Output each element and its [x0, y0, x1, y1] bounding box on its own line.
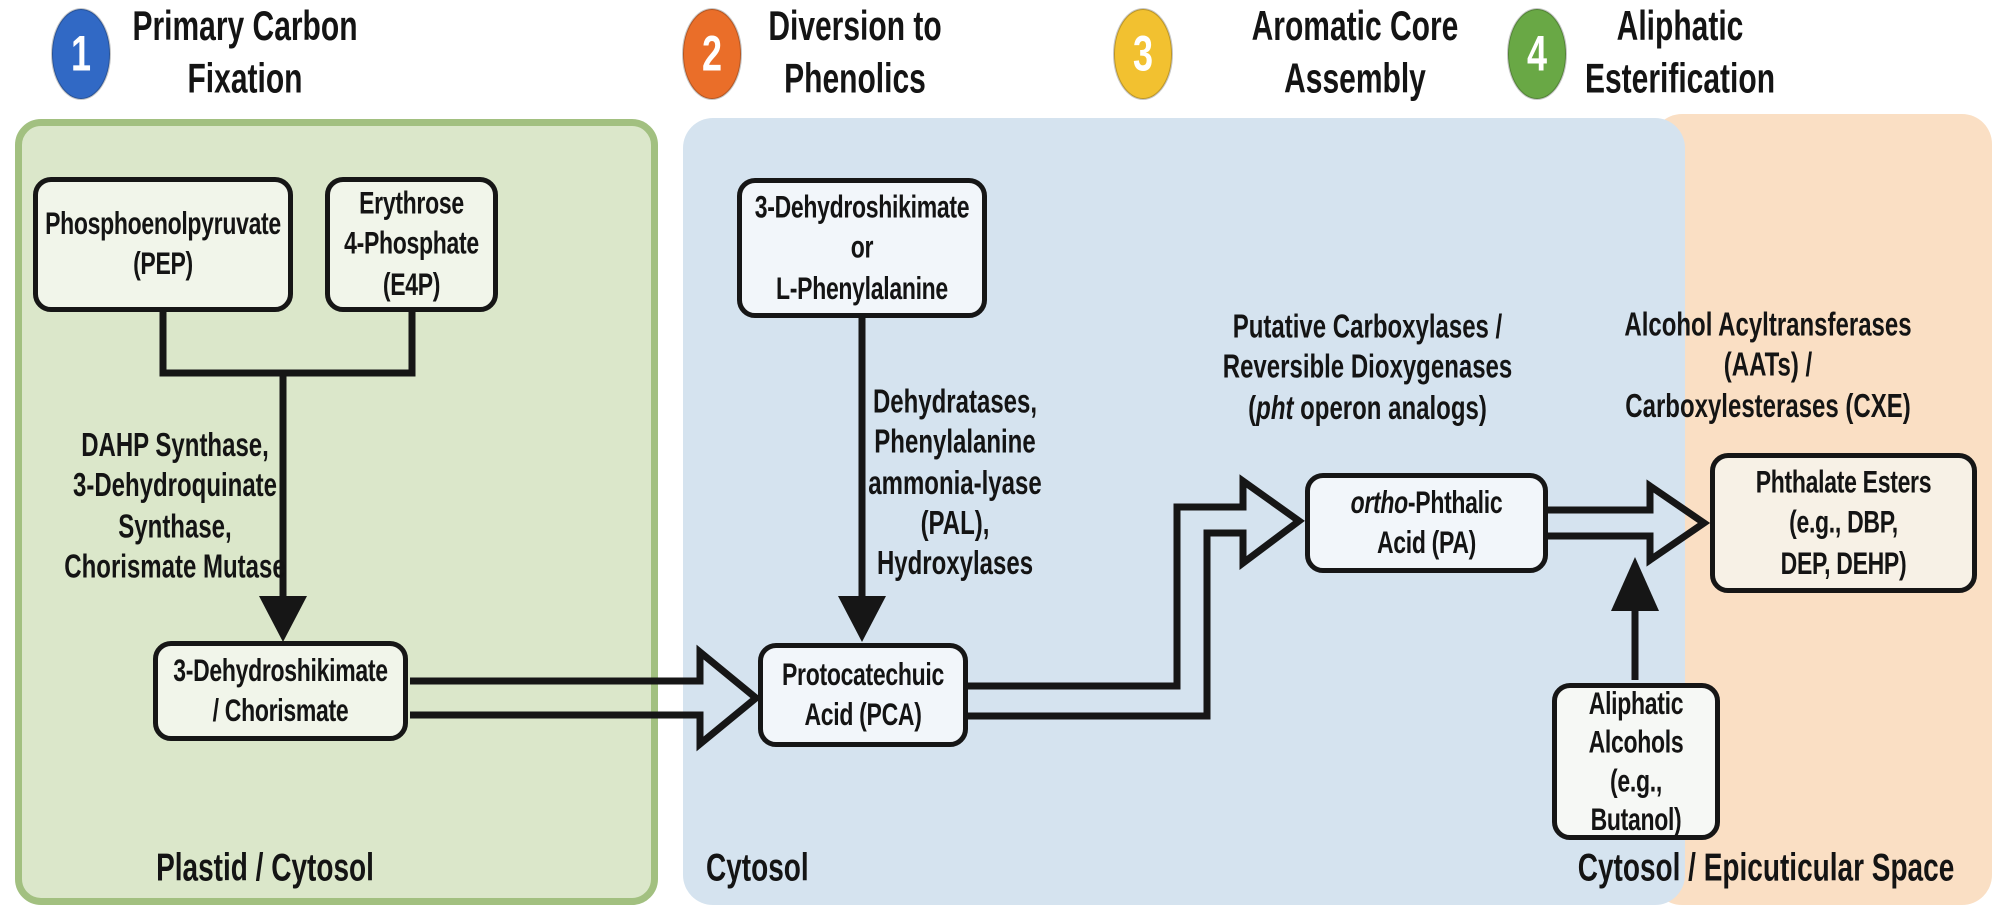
- stage-1-badge: 1: [51, 8, 111, 100]
- label-pal-enzymes-line4: (PAL),: [920, 504, 990, 542]
- node-dhs-chorismate-line1: 3-Dehydroshikimate: [173, 651, 388, 688]
- label-pal-enzymes-line1: Dehydratases,: [872, 383, 1038, 421]
- node-phthalate-esters: Phthalate Esters (e.g., DBP, DEP, DEHP): [1710, 453, 1977, 593]
- node-dhs-or-phe-line2: or: [850, 229, 874, 265]
- node-aliphatic-alcohols-line1: Aliphatic: [1588, 685, 1684, 722]
- stage-2-title-line1: Diversion to: [768, 4, 942, 50]
- label-carboxylases-line2: Reversible Dioxygenases: [1222, 349, 1513, 387]
- node-pep-line2: (PEP): [133, 245, 193, 282]
- label-aat-cxe-line3: Carboxylesterases (CXE): [1625, 387, 1911, 425]
- stage-1-title-line1: Primary Carbon: [132, 4, 358, 50]
- stage-3-number: 3: [1132, 25, 1154, 82]
- label-shikimate-enzymes-line4: Chorismate Mutase: [64, 548, 286, 586]
- label-pal-enzymes-line2: Phenylalanine: [874, 423, 1036, 462]
- node-phthalate-esters-line3: DEP, DEHP): [1780, 544, 1907, 581]
- node-aliphatic-alcohols-line2: Alcohols: [1588, 724, 1684, 761]
- node-pca-line2: Acid (PCA): [804, 696, 922, 733]
- node-aliphatic-alcohols-line4: Butanol): [1590, 801, 1682, 838]
- label-aat-cxe-line2: (AATs) /: [1723, 347, 1813, 385]
- stage-2-circle-icon: [682, 8, 742, 100]
- label-aat-cxe: Alcohol Acyltransferases(AATs) /Carboxyl…: [1583, 307, 1953, 425]
- node-dhs-or-phe-line3: L-Phenylalanine: [776, 269, 948, 306]
- node-aliphatic-alcohols-line3: (e.g.,: [1610, 762, 1662, 799]
- node-pca-line1: Protocatechuic: [782, 655, 944, 692]
- node-dhs-chorismate: 3-Dehydroshikimate / Chorismate: [153, 641, 408, 741]
- stage-3-circle-icon: [1113, 8, 1173, 100]
- node-phthalic-acid-line1: ortho-Phthalic: [1350, 483, 1503, 520]
- stage-1-title-line2: Fixation: [187, 56, 303, 103]
- label-carboxylases-line1: Putative Carboxylases /: [1232, 308, 1503, 346]
- node-pep-line1: Phosphoenolpyruvate: [45, 205, 281, 242]
- stage-2-number: 2: [701, 25, 723, 82]
- label-aat-cxe-line1: Alcohol Acyltransferases: [1624, 306, 1912, 344]
- node-e4p: Erythrose 4-Phosphate (E4P): [325, 177, 498, 312]
- stage-1-number: 1: [70, 25, 92, 82]
- node-dhs-chorismate-line2: / Chorismate: [212, 692, 349, 729]
- stage-4-title-line1: Aliphatic: [1616, 4, 1744, 50]
- stage-1-circle-icon: [51, 8, 111, 100]
- node-phthalate-esters-line2: (e.g., DBP,: [1789, 504, 1898, 540]
- location-plastid-cytosol: Plastid / Cytosol: [156, 845, 374, 889]
- node-phthalate-esters-line1: Phthalate Esters: [1755, 463, 1932, 500]
- node-phthalic-acid-line2: Acid (PA): [1376, 524, 1477, 561]
- location-cytosol-epicuticular: Cytosol / Epicuticular Space: [1577, 845, 1955, 889]
- stage-4-title-line2: Esterification: [1584, 56, 1776, 103]
- node-e4p-line1: Erythrose: [359, 184, 464, 221]
- stage-3-title-line2: Assembly: [1284, 56, 1426, 103]
- stage-2-title: Diversion to Phenolics: [735, 4, 975, 102]
- label-shikimate-enzymes-line3: Synthase,: [118, 507, 232, 546]
- label-pal-enzymes-line5: Hydroxylases: [876, 545, 1034, 583]
- label-carboxylases-line3: (pht operon analogs): [1248, 389, 1487, 427]
- location-cytosol: Cytosol: [706, 845, 809, 889]
- node-e4p-line2: 4-Phosphate: [344, 225, 479, 262]
- label-shikimate-enzymes-line2: 3-Dehydroquinate: [72, 467, 278, 505]
- stage-2-badge: 2: [682, 8, 742, 100]
- node-pep: Phosphoenolpyruvate(PEP): [33, 177, 293, 312]
- stage-4-badge: 4: [1507, 8, 1567, 100]
- label-shikimate-enzymes-line1: DAHP Synthase,: [81, 427, 269, 465]
- node-phthalic-acid: ortho-Phthalic Acid (PA): [1305, 473, 1548, 573]
- stage-4-number: 4: [1526, 25, 1548, 82]
- stage-3-title-line1: Aromatic Core: [1251, 4, 1459, 50]
- node-e4p-line3: (E4P): [382, 266, 441, 303]
- label-carboxylases: Putative Carboxylases / Reversible Dioxy…: [1175, 309, 1560, 427]
- stage-3-badge: 3: [1113, 8, 1173, 100]
- stage-4-circle-icon: [1507, 8, 1567, 100]
- stage-2-title-line2: Phenolics: [784, 56, 926, 103]
- node-dhs-or-phe-line1: 3-Dehydroshikimate: [754, 188, 970, 225]
- label-pal-enzymes-line3: ammonia-lyase: [868, 464, 1042, 502]
